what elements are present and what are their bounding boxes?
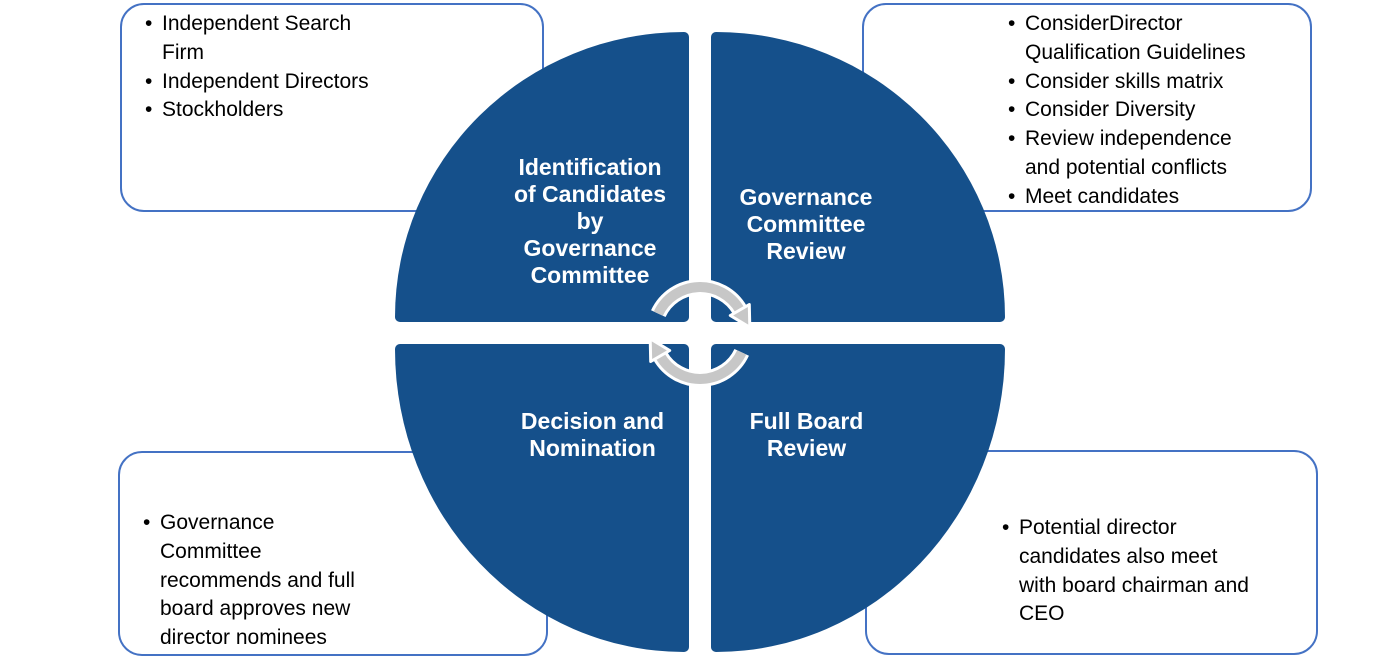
callout-bottom-right: Potential director candidates also meet …: [865, 450, 1318, 655]
list-item: ConsiderDirector Qualification Guideline…: [1008, 10, 1302, 68]
quadrant-full-board-review: Full Board Review: [711, 344, 1005, 652]
quadrant-label: Decision and Nomination: [520, 408, 665, 461]
cycle-circle: Identification of Candidates by Governan…: [395, 32, 1005, 652]
list-item: Stockholders: [145, 96, 530, 125]
callout-bottom-left-list: Governance Committee recommends and full…: [143, 509, 534, 653]
cycle-arrows-icon: [648, 279, 752, 387]
callout-bottom-left: Governance Committee recommends and full…: [118, 451, 548, 656]
list-item: Governance Committee recommends and full…: [143, 509, 534, 653]
list-item: Meet candidates: [1008, 183, 1302, 212]
list-item: Review independence and potential confli…: [1008, 125, 1302, 183]
list-item: Independent Search Firm: [145, 10, 530, 68]
list-item: Consider skills matrix: [1008, 68, 1302, 97]
list-item: Potential director candidates also meet …: [1002, 514, 1308, 629]
quadrant-label: Governance Committee Review: [739, 184, 873, 264]
list-item: Consider Diversity: [1008, 96, 1302, 125]
quadrant-label: Full Board Review: [749, 408, 864, 461]
callout-top-left: Independent Search Firm Independent Dire…: [120, 3, 544, 212]
callout-top-left-list: Independent Search Firm Independent Dire…: [145, 10, 530, 125]
quadrant-label: Identification of Candidates by Governan…: [513, 154, 667, 288]
callout-top-right-list: ConsiderDirector Qualification Guideline…: [1008, 10, 1302, 212]
callout-bottom-right-list: Potential director candidates also meet …: [1002, 514, 1308, 629]
list-item: Independent Directors: [145, 68, 530, 97]
